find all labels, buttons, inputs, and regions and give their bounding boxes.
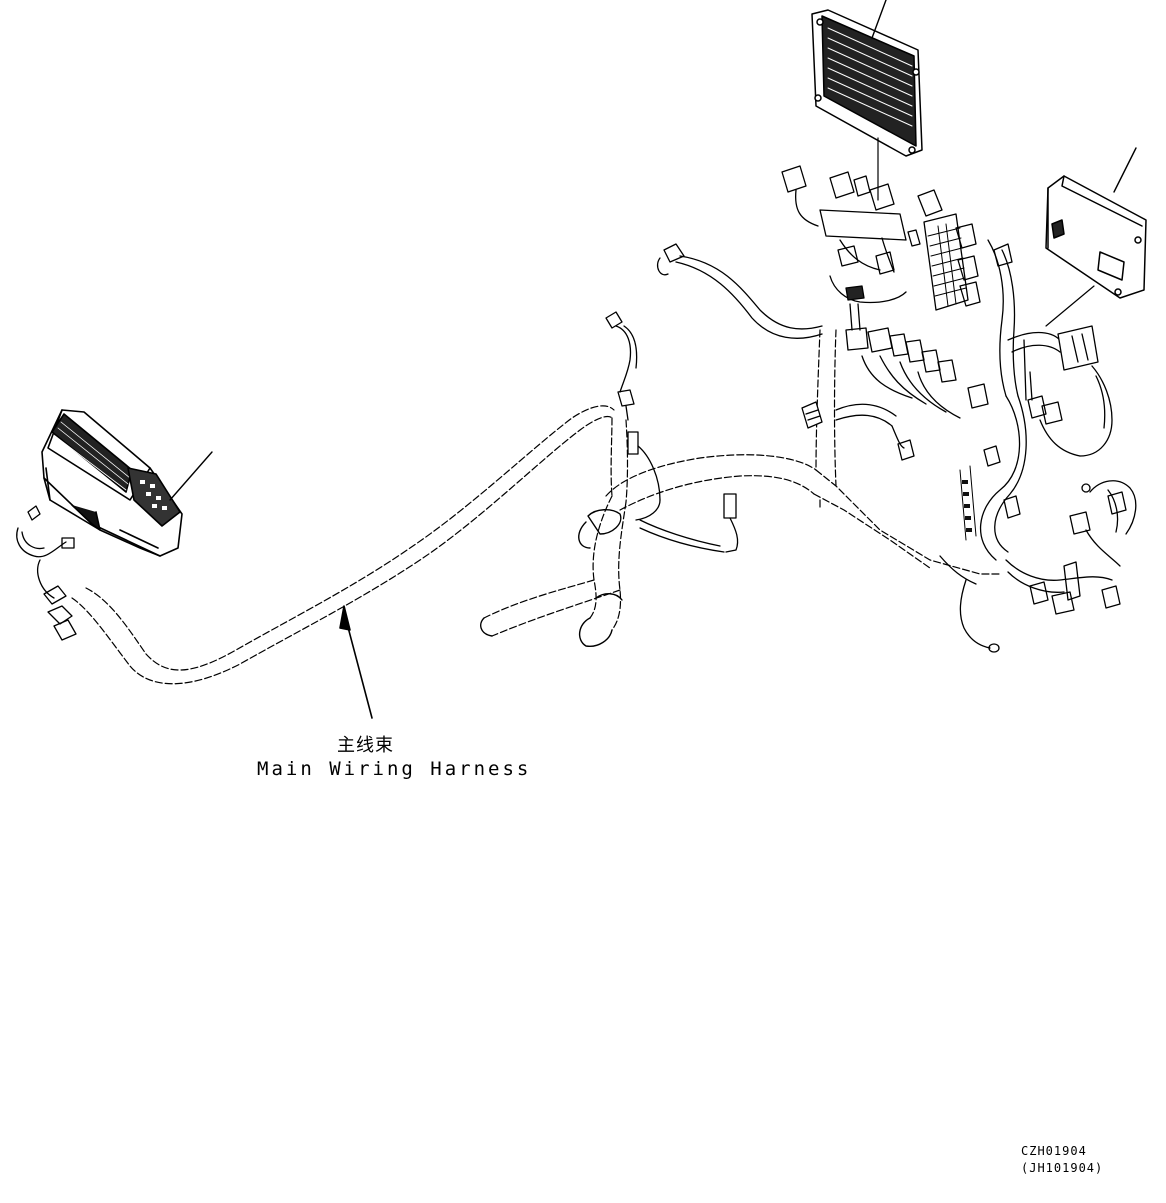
fuse-relay-block bbox=[917, 189, 981, 311]
harness-label-english: Main Wiring Harness bbox=[257, 758, 532, 780]
main-harness-tube bbox=[71, 405, 615, 685]
controller-unit-top bbox=[811, 0, 923, 201]
relay-row-middle bbox=[801, 327, 989, 461]
monitor-unit bbox=[41, 409, 213, 557]
harness-branches bbox=[483, 329, 1001, 637]
lower-right-connectors bbox=[939, 480, 1137, 653]
relay-connectors-upper bbox=[781, 165, 921, 351]
loop-branch bbox=[656, 243, 823, 339]
harness-label-arrow bbox=[339, 605, 373, 719]
figure-subcode: (JH101904) bbox=[1021, 1161, 1104, 1175]
harness-label-chinese: 主线束 bbox=[337, 735, 394, 756]
controller-unit-right bbox=[1045, 147, 1147, 327]
right-side-wiring bbox=[959, 239, 1113, 561]
figure-code: CZH01904 bbox=[1021, 1144, 1087, 1158]
harness-ends bbox=[480, 509, 623, 647]
monitor-connectors bbox=[16, 505, 77, 641]
upper-branch bbox=[605, 311, 739, 553]
